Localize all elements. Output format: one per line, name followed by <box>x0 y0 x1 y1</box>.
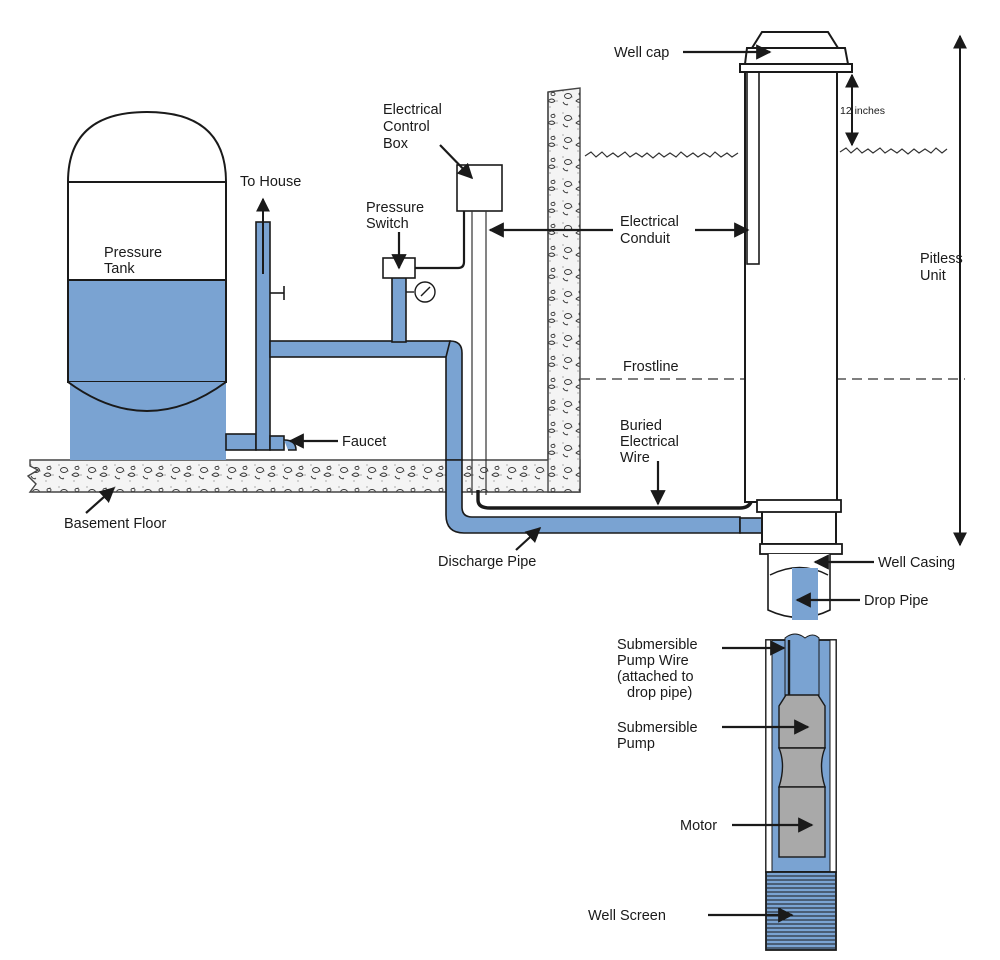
lower-well <box>765 633 837 951</box>
label-to-house: To House <box>240 174 301 190</box>
faucet-icon <box>269 435 297 451</box>
label-pressure-tank: Pressure Tank <box>104 245 166 277</box>
motor <box>778 786 826 858</box>
pointer-arrows <box>85 44 874 923</box>
basement-floor <box>26 459 581 493</box>
submersible-pump <box>777 694 827 788</box>
electrical-control-box <box>456 164 503 212</box>
label-well-cap: Well cap <box>614 45 669 61</box>
pressure-tank <box>66 110 228 460</box>
tank-piping <box>225 197 463 461</box>
discharge-pipe <box>445 459 741 534</box>
well-casing <box>744 71 843 620</box>
label-electrical-conduit: Electrical Conduit <box>620 214 683 247</box>
label-submersible-pump: Submersible Pump <box>617 720 702 752</box>
label-pressure-switch: Pressure Switch <box>366 200 428 232</box>
label-buried-electrical-wire: Buried Electrical Wire <box>620 418 683 466</box>
label-well-screen: Well Screen <box>588 908 666 924</box>
ground-surface <box>584 147 948 159</box>
foundation-wall <box>547 87 581 493</box>
pressure-gauge-icon <box>406 281 436 303</box>
label-drop-pipe: Drop Pipe <box>864 593 928 609</box>
label-well-casing: Well Casing <box>878 555 955 571</box>
label-pitless-unit: Pitless Unit <box>920 251 967 284</box>
label-electrical-control-box: Electrical Control Box <box>383 102 446 152</box>
label-basement-floor: Basement Floor <box>64 516 167 532</box>
label-frostline: Frostline <box>623 359 679 375</box>
label-discharge-pipe: Discharge Pipe <box>438 554 536 570</box>
switch-wire <box>415 211 466 270</box>
label-faucet: Faucet <box>342 434 386 450</box>
valve-icon <box>270 286 285 300</box>
well-screen <box>765 871 837 951</box>
label-12-inches: 12 inches <box>840 105 885 117</box>
label-submersible-pump-wire: Submersible Pump Wire (attached to drop … <box>617 637 702 701</box>
label-motor: Motor <box>680 818 717 834</box>
